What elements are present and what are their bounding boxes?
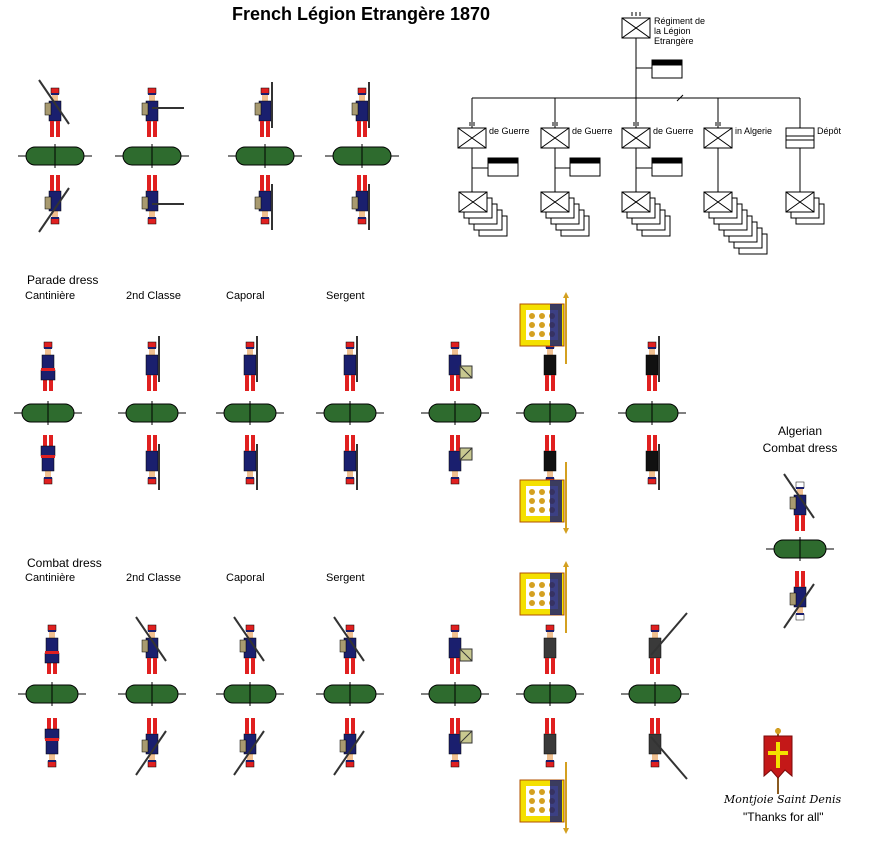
company-stack (785, 191, 825, 225)
soldier-figure (333, 616, 365, 678)
company-stack (703, 191, 768, 255)
soldier-figure (233, 616, 265, 678)
soldier-figure (135, 616, 167, 678)
figure-base (766, 537, 834, 561)
soldier-figure (254, 82, 273, 141)
soldier-figure (243, 336, 258, 395)
company-stack (458, 191, 508, 237)
parade-rank-cantiniere: Cantinière (25, 290, 76, 302)
soldier-figure (645, 431, 660, 490)
figure-base (621, 682, 689, 706)
soldier-figure (243, 431, 258, 490)
soldier-figure (351, 82, 370, 141)
figure-base (115, 144, 189, 168)
figure-base (216, 682, 284, 706)
battalion-4-symbol (703, 127, 733, 149)
soldier-figure (44, 624, 60, 678)
soldier-figure (543, 431, 557, 485)
depot-symbol (785, 127, 815, 149)
depot-label: Dépôt (817, 126, 842, 136)
figure-base (516, 682, 584, 706)
soldier-figure (448, 341, 473, 395)
soldier-figure (351, 171, 370, 230)
soldier-figure (783, 567, 815, 629)
soldier-figure (343, 336, 358, 395)
regimental-flag (519, 561, 569, 633)
algerian-heading: Algerian Combat dress (745, 423, 855, 457)
figure-base (216, 401, 284, 425)
soldier-figure (543, 341, 557, 395)
soldier-figure (141, 87, 184, 141)
figure-base (118, 401, 186, 425)
parade-rank-caporal: Caporal (226, 290, 265, 302)
page-title: French Légion Etrangère 1870 (231, 4, 491, 24)
battalion-4-label: in Algerie (735, 126, 773, 136)
parade-rank-2nd-classe: 2nd Classe (126, 290, 182, 302)
figure-base (421, 401, 489, 425)
parade-rank-sergent: Sergent (326, 290, 365, 302)
soldier-figure (38, 171, 70, 233)
company-stack (621, 191, 671, 237)
soldier-figure (40, 431, 56, 485)
soldier-figure (448, 624, 473, 678)
figure-base (316, 401, 384, 425)
regiment-label: Régiment de la Légion Etrangère (654, 16, 706, 46)
soldier-figure (783, 473, 815, 535)
battalion-1-label: de Guerre (489, 126, 530, 136)
soldier-figure (343, 431, 358, 490)
algerian-heading-line1: Algerian (777, 424, 823, 438)
figure-base (516, 401, 584, 425)
soldier-figure (648, 612, 688, 678)
combat-rank-caporal: Caporal (226, 572, 265, 584)
soldier-figure (145, 336, 160, 395)
figure-base (18, 682, 86, 706)
regimental-flag (519, 292, 569, 364)
figure-base (421, 682, 489, 706)
regimental-flag (519, 462, 569, 534)
soldier-figure (448, 714, 473, 768)
battalion-2-symbol (540, 127, 570, 149)
credit-name: Montjoie Saint Denis (724, 793, 842, 806)
figure-base (18, 144, 92, 168)
soldier-figure (38, 79, 70, 141)
combat-rank-cantiniere: Cantinière (25, 572, 76, 584)
figure-base (316, 682, 384, 706)
soldier-figure (135, 714, 167, 776)
soldier-figure (44, 714, 60, 768)
soldier-figure (233, 714, 265, 776)
figure-base (618, 401, 686, 425)
soldier-figure (141, 171, 184, 225)
soldier-figure (648, 714, 688, 780)
soldier-figure (645, 336, 660, 395)
soldier-figure (543, 624, 557, 678)
figure-base (228, 144, 302, 168)
battalion-3-symbol (621, 127, 651, 149)
company-stack (540, 191, 590, 237)
battalion-3-label: de Guerre (653, 126, 694, 136)
figure-base (118, 682, 186, 706)
soldier-figure (448, 431, 473, 485)
combat-rank-sergent: Sergent (326, 572, 365, 584)
regimental-flag (519, 762, 569, 834)
soldier-figure (145, 431, 160, 490)
combat-rank-2nd-classe: 2nd Classe (126, 572, 182, 584)
soldier-figure (333, 714, 365, 776)
battalion-2-label: de Guerre (572, 126, 613, 136)
figure-base (325, 144, 399, 168)
algerian-heading-line2: Combat dress (762, 441, 838, 455)
combat-heading: Combat dress (27, 556, 102, 570)
credit-thanks: "Thanks for all" (743, 810, 824, 824)
parade-heading: Parade dress (27, 273, 99, 287)
banner-icon (763, 728, 793, 794)
soldier-figure (254, 171, 273, 230)
soldier-figure (543, 714, 557, 768)
figure-base (14, 401, 82, 425)
soldier-figure (40, 341, 56, 395)
